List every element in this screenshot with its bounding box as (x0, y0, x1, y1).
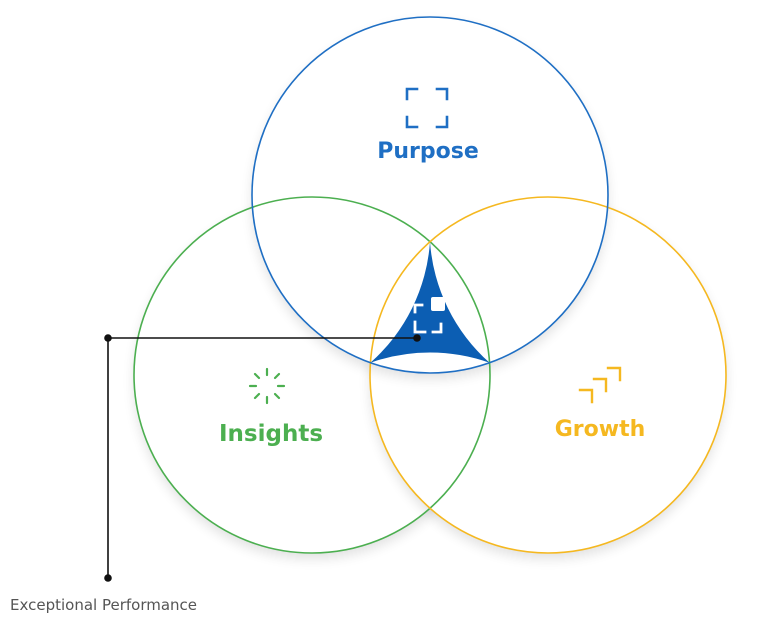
purpose-circle-backdrop (252, 17, 608, 373)
callout-dot-corner (104, 334, 112, 342)
insights-label: Insights (219, 421, 323, 447)
insights-circle (133, 196, 491, 554)
corner-brackets-icon (405, 87, 449, 129)
purpose-label: Purpose (377, 139, 479, 164)
focus-square-icon (413, 297, 445, 334)
triple-intersection-region (370, 241, 490, 363)
exceptional-performance-label: Exceptional Performance (10, 596, 197, 614)
growth-circle (369, 196, 727, 554)
growth-label: Growth (555, 417, 646, 442)
callout-dot-start (413, 334, 421, 342)
callout-connector (104, 334, 421, 582)
stepped-arrows-icon (578, 366, 622, 404)
sparkle-burst-icon (248, 367, 286, 405)
purpose-circle (251, 16, 609, 374)
callout-dot-end (104, 574, 112, 582)
